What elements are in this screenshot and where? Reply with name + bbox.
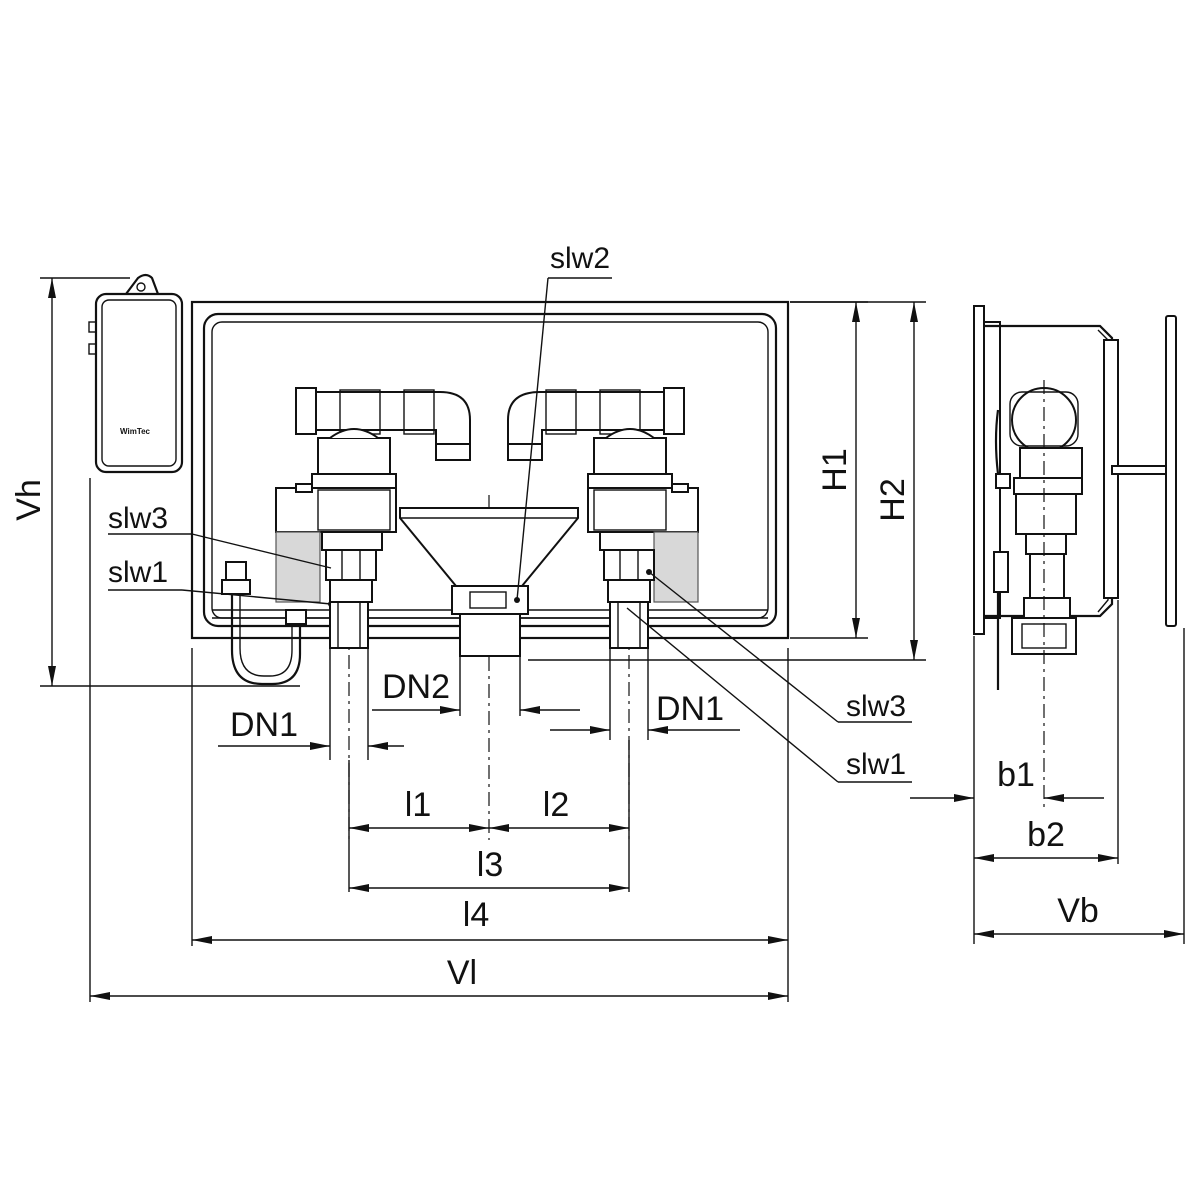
brand-text: WimTec (120, 427, 151, 436)
l3-label: l3 (477, 846, 503, 884)
slw3-left-label: slw3 (108, 502, 168, 535)
l4-label: l4 (463, 896, 489, 934)
valve-left (221, 387, 471, 686)
funnel (399, 507, 579, 657)
dn1-left-label: DN1 (230, 706, 298, 744)
slw3-right-label: slw3 (846, 690, 906, 723)
vb-label: Vb (1057, 892, 1099, 930)
dn1-right-label: DN1 (656, 690, 724, 728)
vh-label: Vh (10, 479, 48, 521)
h2-label: H2 (874, 478, 912, 521)
h1-label: H1 (816, 448, 854, 491)
slw2-label: slw2 (550, 242, 610, 275)
l2-label: l2 (543, 786, 569, 824)
l1-label: l1 (405, 786, 431, 824)
side-view (973, 305, 1177, 690)
control-unit: WimTec (88, 273, 184, 474)
b2-label: b2 (1027, 816, 1065, 854)
b1-label: b1 (997, 756, 1035, 794)
vl-label: Vl (447, 954, 477, 992)
dn2-label: DN2 (382, 668, 450, 706)
slw1-right-label: slw1 (846, 748, 906, 781)
slw1-left-label: slw1 (108, 556, 168, 589)
valve-right (507, 387, 699, 649)
